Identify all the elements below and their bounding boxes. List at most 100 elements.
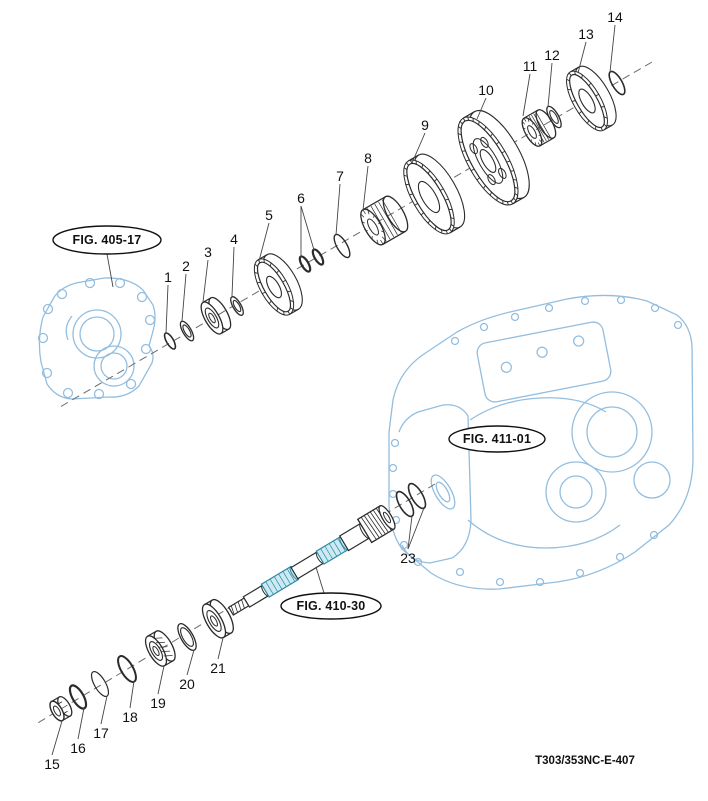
p14-snap-ring	[608, 70, 626, 96]
callout-17[interactable]: 17	[93, 695, 109, 741]
callout-6[interactable]: 6	[297, 190, 315, 257]
p21-ball-bearing	[201, 598, 234, 639]
callout-1[interactable]: 1	[164, 269, 172, 334]
callout-leader	[231, 246, 235, 297]
p18-snap-ring	[117, 655, 137, 683]
callout-9[interactable]: 9	[411, 117, 429, 164]
fig-ref-ellipse	[52, 225, 162, 255]
p4-washer	[230, 296, 244, 316]
callout-8[interactable]: 8	[362, 150, 372, 211]
callout-16[interactable]: 16	[70, 707, 86, 756]
p6-o-ring-a	[298, 255, 312, 273]
callout-number: 15	[44, 756, 60, 772]
callout-leader	[100, 695, 108, 725]
thread-hatch	[230, 599, 245, 615]
p2-washer	[179, 320, 195, 342]
callout-leader	[362, 165, 369, 211]
fig-ref-fig-410-30[interactable]: FIG. 410-30	[280, 566, 382, 620]
p5-gear	[253, 253, 303, 316]
callout-leader	[411, 132, 426, 164]
callout-leader	[547, 62, 553, 108]
callout-12[interactable]: 12	[544, 47, 560, 108]
callout-number: 9	[421, 117, 429, 133]
p6-o-ring-b	[311, 248, 325, 266]
callout-leader	[300, 205, 315, 251]
case-boss-a	[571, 391, 653, 473]
drawing-code: T303/353NC-E-407	[535, 755, 635, 767]
callout-number: 3	[204, 244, 212, 260]
fig-ref-fig-405-17[interactable]: FIG. 405-17	[52, 225, 162, 288]
p9-gear	[403, 153, 466, 235]
callout-number: 16	[70, 740, 86, 756]
p15-lock-nut	[49, 696, 73, 722]
callout-leader	[609, 24, 616, 73]
callout-number: 5	[265, 207, 273, 223]
p8-splined-coupling	[360, 195, 409, 246]
callout-leader	[181, 273, 187, 322]
center-axis-lines	[35, 61, 653, 725]
shaft-group	[227, 505, 396, 616]
fig-ref-label: FIG. 405-17	[73, 233, 142, 247]
callout-leader	[51, 720, 63, 756]
p19-roller-bearing	[144, 630, 176, 667]
callout-15[interactable]: 15	[44, 720, 63, 772]
callout-number: 6	[297, 190, 305, 206]
p7-snap-ring	[333, 233, 351, 259]
callout-number: 19	[150, 695, 166, 711]
callout-5[interactable]: 5	[258, 207, 273, 262]
callout-leader	[577, 41, 587, 74]
callout-number: 14	[607, 9, 623, 25]
callout-number: 20	[179, 676, 195, 692]
callout-number: 8	[364, 150, 372, 166]
cover-housing-fig-405-17	[37, 277, 156, 400]
p16-snap-ring	[68, 684, 88, 710]
callout-4[interactable]: 4	[230, 231, 238, 297]
housings	[37, 277, 694, 590]
callout-18[interactable]: 18	[122, 680, 138, 725]
case-boss-b	[545, 461, 607, 523]
transmission-case-fig-411-01	[388, 294, 694, 590]
callout-14[interactable]: 14	[607, 9, 623, 73]
p13-gear	[566, 65, 617, 132]
callout-leader	[129, 680, 135, 709]
callout-10[interactable]: 10	[476, 82, 494, 120]
callout-3[interactable]: 3	[202, 244, 212, 303]
callout-20[interactable]: 20	[179, 649, 195, 692]
callout-number: 21	[210, 660, 226, 676]
fig-ref-label: FIG. 410-30	[297, 599, 366, 613]
fig-ref-ellipse	[448, 425, 546, 453]
callout-number: 13	[578, 26, 594, 42]
p11-splined-coupling	[521, 109, 557, 147]
pinion-shaft	[227, 505, 396, 616]
callout-leader	[407, 507, 425, 550]
parts	[49, 65, 626, 722]
p20-washer	[177, 623, 197, 651]
top-cover-recess	[476, 321, 612, 403]
callout-19[interactable]: 19	[150, 665, 166, 711]
p3-ball-bearing	[200, 296, 232, 335]
callout-13[interactable]: 13	[577, 26, 594, 74]
shaft-bore-boss	[430, 474, 456, 510]
callout-7[interactable]: 7	[335, 168, 344, 236]
callout-number: 11	[523, 58, 538, 74]
callout-leader	[157, 665, 165, 695]
callout-leader	[258, 222, 270, 262]
callout-21[interactable]: 21	[210, 637, 226, 676]
callout-11[interactable]: 11	[522, 58, 538, 117]
p23-ring-b	[407, 482, 427, 510]
callout-23[interactable]: 23	[400, 507, 425, 566]
callout-leader	[522, 73, 531, 117]
callout-number: 1	[164, 269, 172, 285]
callout-leader	[77, 707, 85, 740]
callout-number: 17	[93, 725, 109, 741]
callout-2[interactable]: 2	[181, 258, 190, 322]
bolt-hole	[56, 288, 68, 300]
p10-gear	[457, 109, 530, 206]
callout-number: 7	[336, 168, 344, 184]
p17-shim	[90, 670, 110, 698]
callout-number: 12	[544, 47, 560, 63]
fig-ref-fig-411-01[interactable]: FIG. 411-01	[448, 425, 546, 453]
upper-center-line	[59, 61, 653, 408]
